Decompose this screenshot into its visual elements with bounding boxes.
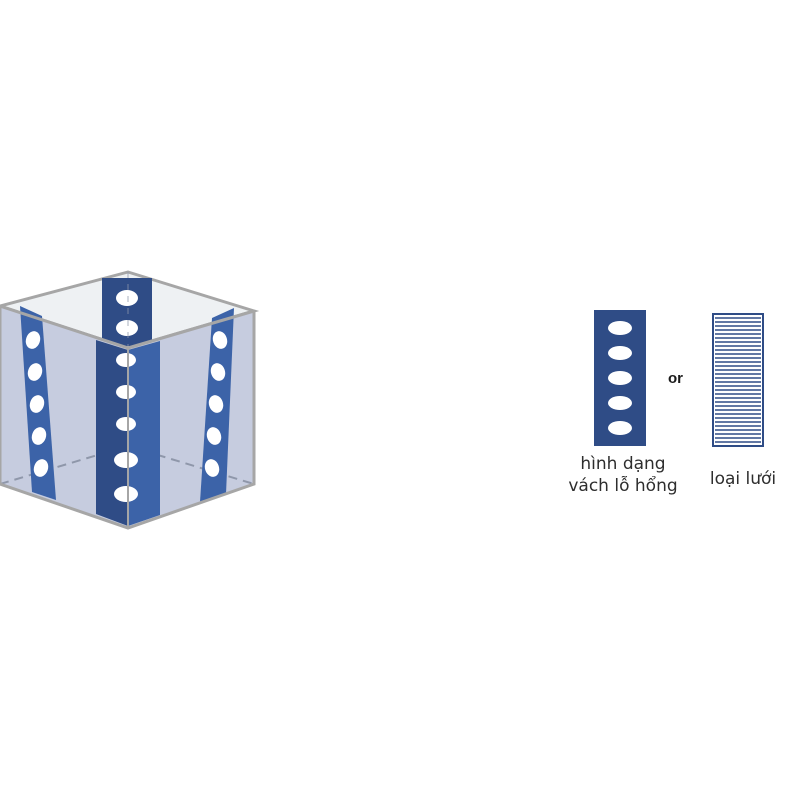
left-baffle-hole (27, 363, 43, 381)
perforated-hole (608, 371, 632, 385)
perforated-baffle-label: hình dạng vách lỗ hổng (548, 453, 698, 497)
left-baffle-hole (29, 395, 45, 413)
right-baffle-hole (210, 363, 226, 381)
front-baffle-hole (116, 417, 136, 431)
perforated-label-line1: hình dạng (580, 454, 666, 474)
front-baffle-hole (116, 353, 136, 367)
front-baffle-right-panel (128, 341, 160, 526)
left-baffle-hole (31, 427, 47, 445)
mesh-lines (715, 317, 761, 443)
cube-top-edge (127, 309, 255, 350)
perforated-baffle-swatch (594, 310, 646, 446)
left-baffle-hole (33, 459, 49, 477)
mesh-baffle-swatch (712, 313, 764, 447)
cube-top-edge (0, 304, 129, 350)
right-baffle-hole (208, 395, 224, 413)
back-baffle-hole (116, 320, 138, 336)
baffle-cube-illustration (0, 270, 260, 530)
perforated-hole (608, 321, 632, 335)
front-baffle-hole (114, 452, 138, 468)
front-baffle-hole (116, 385, 136, 399)
right-baffle-hole (212, 331, 228, 349)
left-baffle-hole (25, 331, 41, 349)
perforated-label-line2: vách lỗ hổng (568, 476, 678, 496)
perforated-hole (608, 421, 632, 435)
right-baffle-hole (206, 427, 222, 445)
perforated-hole (608, 346, 632, 360)
or-connector: or (668, 370, 683, 387)
back-baffle-hole (116, 290, 138, 306)
perforated-hole (608, 396, 632, 410)
front-baffle-hole (114, 486, 138, 502)
right-baffle-hole (204, 459, 220, 477)
mesh-baffle-label: loại lưới (709, 469, 777, 489)
